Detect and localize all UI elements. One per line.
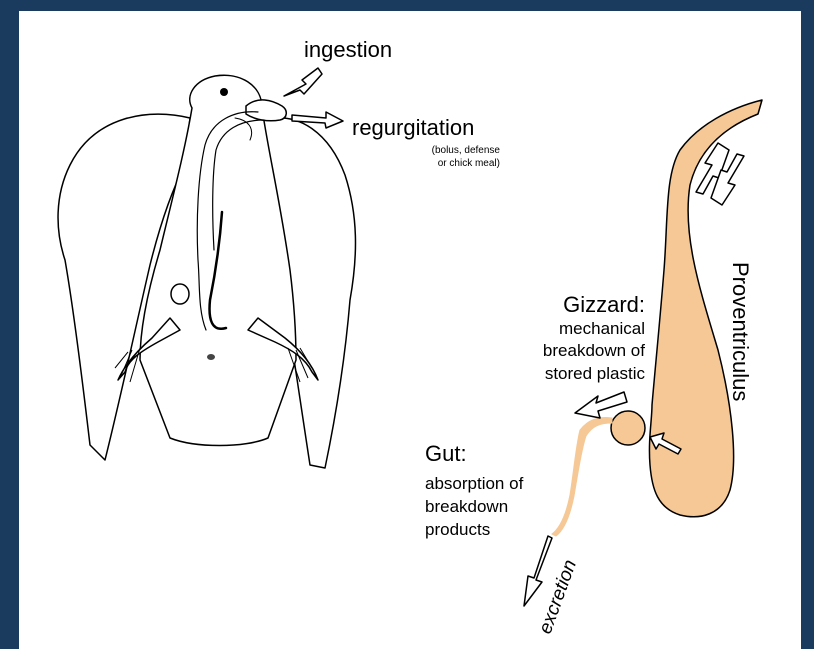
gut-shape (552, 418, 612, 537)
ingestion-arrow (284, 68, 322, 96)
bird-vent (207, 354, 215, 360)
gizzard-desc-line1: mechanical (559, 319, 645, 338)
ingestion-label: ingestion (304, 37, 392, 62)
excretion-label: excretion (535, 557, 581, 637)
gut-title: Gut: (425, 441, 467, 466)
gut-desc-line2: breakdown (425, 497, 508, 516)
bird-eye (220, 88, 228, 96)
gut-desc-line1: absorption of (425, 474, 524, 493)
gizzard-title: Gizzard: (563, 292, 645, 317)
bird-illustration (58, 75, 355, 468)
regurgitation-label: regurgitation (352, 115, 474, 140)
regurgitation-note-line1: (bolus, defense (432, 145, 501, 156)
proventriculus-label: Proventriculus (728, 262, 753, 401)
gizzard-shape (611, 411, 645, 445)
bird-knee (171, 284, 189, 304)
bird-beak (246, 100, 286, 121)
gizzard-desc-line3: stored plastic (545, 364, 646, 383)
gizzard-desc-line2: breakdown of (543, 341, 645, 360)
gut-desc-line3: products (425, 520, 490, 539)
regurgitation-note-line2: or chick meal) (438, 158, 500, 169)
